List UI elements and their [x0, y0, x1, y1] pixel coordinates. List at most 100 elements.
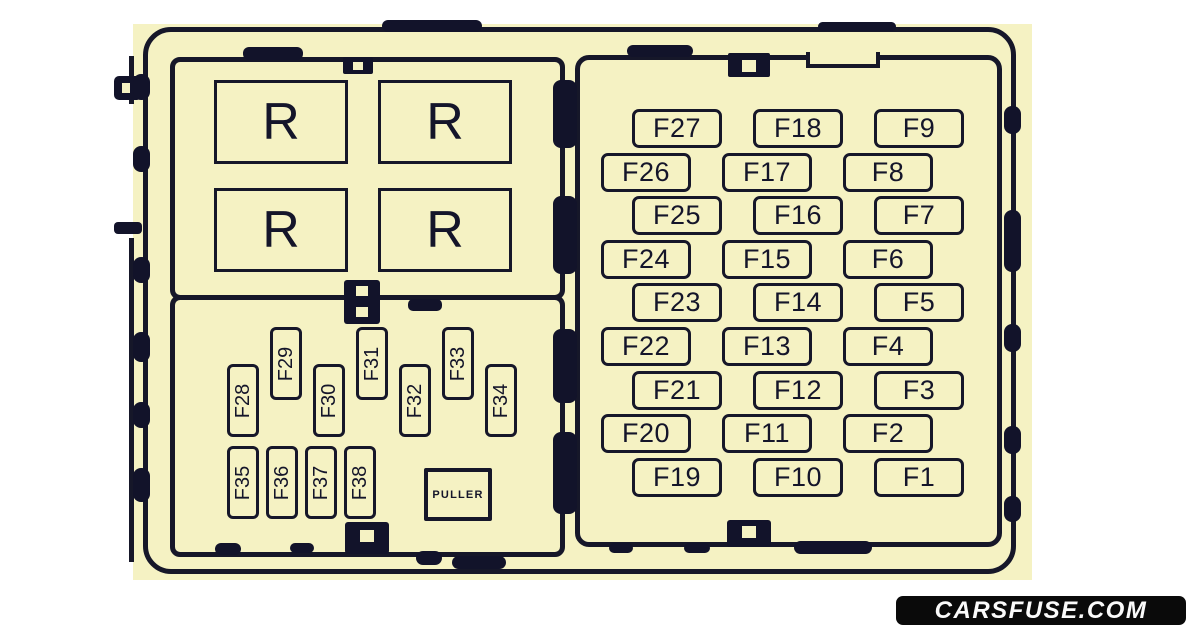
panel-connector — [553, 432, 577, 514]
cover-edge-nub — [133, 257, 150, 283]
panel-connector — [344, 280, 380, 324]
bottom-tab — [345, 522, 389, 554]
relay-r4: R — [378, 188, 512, 272]
fuse-label: F3 — [902, 374, 936, 405]
cover-edge-nub — [133, 402, 150, 428]
fuse-label: F38 — [349, 465, 371, 500]
relay-panel: R R R R — [170, 57, 565, 300]
fuse-f9: F9 — [874, 109, 964, 148]
relay-label: R — [426, 93, 464, 151]
bottom-fuse-row: F35 F36 F37 F38 — [227, 446, 376, 519]
fuse-f1: F1 — [874, 457, 964, 497]
relay-r3: R — [214, 188, 348, 272]
panel-connector — [553, 80, 577, 148]
fuse-row-8: F20 F11 F2 — [580, 414, 964, 454]
watermark-badge: CARSFUSE.COM — [896, 596, 1186, 625]
cover-edge-nub — [133, 74, 150, 100]
fuse-f31: F31 — [356, 327, 388, 400]
fuse-f36: F36 — [266, 446, 298, 519]
fuse-f10: F10 — [753, 457, 843, 497]
fuse-f33: F33 — [442, 327, 474, 400]
fuse-label: F25 — [652, 200, 702, 231]
bottom-foot — [609, 543, 633, 553]
relay-r1: R — [214, 80, 348, 164]
watermark-text: CARSFUSE.COM — [934, 596, 1148, 624]
fuse-f37: F37 — [305, 446, 337, 519]
panel-top-notch — [806, 52, 880, 68]
small-fuse-panel: F28 F29 F30 F31 F32 F33 F34 F35 F36 F37 … — [170, 295, 565, 557]
panel-top-tab — [343, 57, 373, 74]
fuse-label: F6 — [871, 243, 905, 274]
fuse-f8: F8 — [843, 152, 933, 192]
fuse-label: F30 — [318, 383, 340, 418]
fuse-f17: F17 — [722, 152, 812, 192]
fuse-label: F1 — [902, 461, 936, 492]
fuse-label: F29 — [275, 346, 297, 381]
fuse-f11: F11 — [722, 414, 812, 454]
fuse-f15: F15 — [722, 239, 812, 279]
fuse-f34: F34 — [485, 364, 517, 437]
fuse-f23: F23 — [632, 283, 722, 323]
fuse-label: F28 — [232, 383, 254, 418]
fuse-f25: F25 — [632, 196, 722, 236]
bottom-foot — [215, 543, 241, 555]
relay-label: R — [262, 93, 300, 151]
fuse-label: F15 — [742, 243, 792, 274]
fuse-label: F5 — [902, 287, 936, 318]
fuse-row-6: F22 F13 F4 — [580, 326, 964, 366]
fuse-f19: F19 — [632, 457, 722, 497]
fuse-row-5: F23 F14 F5 — [580, 283, 964, 323]
puller-box: PULLER — [424, 468, 492, 521]
cover-edge-nub — [133, 468, 150, 502]
fuse-label: F32 — [404, 383, 426, 418]
relay-grid: R R R R — [214, 80, 512, 272]
fuse-label: F23 — [652, 287, 702, 318]
cover-edge-nub — [1004, 324, 1021, 352]
cover-edge-nub — [1004, 106, 1021, 134]
fuse-label: F36 — [271, 465, 293, 500]
cover-left-flange — [129, 238, 134, 562]
fuse-f12: F12 — [753, 370, 843, 410]
fuse-label: F10 — [773, 461, 823, 492]
relay-r2: R — [378, 80, 512, 164]
fuse-f27: F27 — [632, 109, 722, 148]
bottom-tab — [727, 520, 771, 547]
fuse-label: F13 — [742, 330, 792, 361]
fuse-label: F37 — [310, 465, 332, 500]
cover-edge-nub — [133, 146, 150, 172]
fuse-label: F9 — [902, 113, 936, 143]
fuse-label: F12 — [773, 374, 823, 405]
fuse-f6: F6 — [843, 239, 933, 279]
fuse-f38: F38 — [344, 446, 376, 519]
fuse-f24: F24 — [601, 239, 691, 279]
fuse-label: F33 — [447, 346, 469, 381]
divider-tab — [408, 299, 442, 311]
fuse-label: F18 — [773, 113, 823, 143]
fuse-f18: F18 — [753, 109, 843, 148]
fuse-row-4: F24 F15 F6 — [580, 239, 964, 279]
fuse-f3: F3 — [874, 370, 964, 410]
fuse-f5: F5 — [874, 283, 964, 323]
staggered-fuse-row: F28 F29 F30 F31 F32 F33 F34 — [227, 327, 517, 437]
fuse-label: F2 — [871, 418, 905, 449]
panel-top-bump — [627, 45, 693, 57]
fuse-f28: F28 — [227, 364, 259, 437]
fuse-f7: F7 — [874, 196, 964, 236]
fuse-label: F31 — [361, 346, 383, 381]
bottom-foot — [794, 541, 872, 554]
fuse-label: F11 — [743, 418, 791, 449]
fuse-f4: F4 — [843, 326, 933, 366]
fuse-row-1: F27 F18 F9 — [580, 109, 964, 148]
fuse-label: F14 — [773, 287, 823, 318]
bottom-foot — [452, 556, 506, 569]
fuse-row-9: F19 F10 F1 — [580, 457, 964, 497]
fusebox-cover-outline — [143, 27, 1016, 574]
fuse-f35: F35 — [227, 446, 259, 519]
fuse-f21: F21 — [632, 370, 722, 410]
fuse-label: F8 — [871, 156, 905, 187]
fuse-label: F17 — [742, 156, 792, 187]
cover-edge-nub — [133, 332, 150, 362]
fuse-label: F21 — [652, 374, 702, 405]
puller-label: PULLER — [432, 488, 484, 501]
